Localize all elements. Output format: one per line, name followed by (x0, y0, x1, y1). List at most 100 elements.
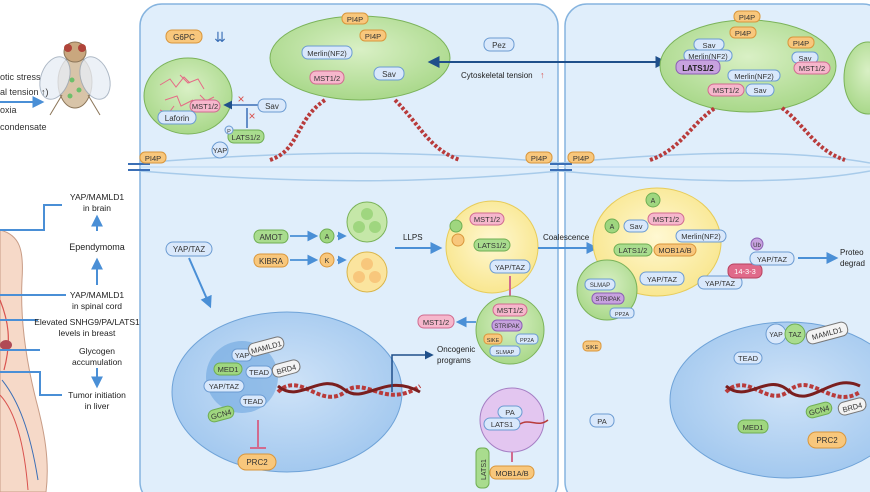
slmap-label-1: SLMAP (496, 350, 515, 356)
med1-nuc-right: MED1 (743, 423, 764, 432)
nucleus-left: YAP MAMLD1 MED1 TEAD BRD4 YAP/TAZ TEAD G… (171, 311, 434, 473)
amot-label: AMOT (259, 233, 282, 242)
right-top-panel: PI4P PI4P PI4P Sav Merlin(NF2) LATS1/2 S… (649, 10, 870, 162)
outcome-3-line1: YAP/MAMLD1 (70, 290, 124, 300)
tead-nuc-right: TEAD (738, 354, 759, 363)
a-circle-2: A (651, 198, 656, 205)
lats-right-1: LATS1/2 (682, 64, 714, 73)
sav-right-cond: Sav (630, 222, 643, 231)
double-down-arrow-icon: ⇊ (214, 29, 226, 45)
sav-label-1: Sav (265, 102, 279, 111)
sike-label-1: SIKE (487, 338, 500, 344)
programs-label: programs (437, 356, 471, 365)
yaptaz-nuc-label: YAP/TAZ (209, 382, 240, 391)
pp2a-right: PP2A (615, 312, 629, 318)
lats1-vertical-label: LATS1 (481, 459, 488, 480)
coalescence-label: Coalescence (543, 233, 590, 242)
pi4p-junction-1: PI4P (145, 154, 161, 163)
pi4p-top-1: PI4P (347, 15, 363, 24)
tead-nuc-label-2: TEAD (243, 397, 264, 406)
llps-label: LLPS (403, 233, 423, 242)
pi4p-right-3: PI4P (793, 39, 809, 48)
pi4p-junction-3: PI4P (573, 154, 589, 163)
mst-cluster-1: MST1/2 (497, 306, 523, 315)
taz-nuc-right: TAZ (789, 332, 802, 339)
middle-panel: YAP/TAZ AMOT KIBRA A K LLPS MST1/2 LATS1… (165, 200, 549, 489)
yap-nuc-label: YAP (235, 351, 249, 360)
pa-label-1: PA (505, 408, 514, 417)
yap-nuc-right: YAP (769, 332, 783, 339)
protein-1433-label: 14-3-3 (734, 267, 756, 276)
yaptaz-cyto-label: YAP/TAZ (173, 245, 205, 254)
mst-right-2: MST1/2 (713, 86, 739, 95)
pi4p-right-1: PI4P (739, 13, 755, 22)
lats1-cond-label: LATS1 (491, 420, 513, 429)
mob-label-1: MOB1A/B (495, 469, 528, 478)
cyto-tension-label: Cytoskeletal tension (461, 71, 533, 80)
mst-right-1: MST1/2 (799, 64, 825, 73)
sav-label-2: Sav (382, 70, 396, 79)
outcome-4-line2: levels in breast (59, 328, 116, 338)
ub-icon: Ub (753, 243, 761, 249)
outcome-3-line2: in spinal cord (72, 301, 122, 311)
stripak-right: STRIPAK (595, 297, 620, 303)
outcome-2-line1: Ependymoma (69, 242, 125, 252)
yaptaz-right-cond: YAP/TAZ (647, 275, 678, 284)
tead-nuc-label-1: TEAD (249, 368, 270, 377)
mst-cond-1: MST1/2 (474, 215, 500, 224)
human-body-icon (0, 229, 48, 492)
up-arrow-icon: ↑ (540, 70, 545, 80)
outcome-5-line1: Glycogen (79, 346, 115, 356)
yaptaz-ub-label: YAP/TAZ (757, 255, 788, 264)
stripak-label-1: STRIPAK (494, 324, 519, 330)
sike-right: SIKE (586, 345, 599, 351)
merlin-right-2: Merlin(NF2) (734, 72, 774, 81)
outcome-connectors (0, 204, 66, 396)
k-circle-1: K (325, 258, 330, 265)
pi4p-top-2: PI4P (365, 32, 381, 41)
kibra-label: KIBRA (259, 257, 284, 266)
pi4p-right-2: PI4P (735, 29, 751, 38)
stress-text-2: al tension ↑) (0, 87, 49, 97)
right-middle-panel: Coalescence A MST1/2 A Sav Merlin(NF2) L… (538, 187, 865, 428)
mst-label-1: MST1/2 (314, 74, 340, 83)
mst-free-label: MST1/2 (423, 318, 449, 327)
condensate-label: condensate (0, 122, 47, 132)
sav-right-3: Sav (754, 86, 767, 95)
outcome-1-line1: YAP/MAMLD1 (70, 192, 124, 202)
fly-icon (39, 41, 111, 116)
mst-glycogen-label: MST1/2 (192, 102, 218, 111)
merlin-label-1: Merlin(NF2) (307, 49, 347, 58)
pi4p-junction-2: PI4P (531, 154, 547, 163)
outcome-4-line1: Elevated SNHG9/PA/LATS1 (34, 317, 140, 327)
stress-text-1: otic stress (0, 72, 41, 82)
left-panel: otic stress al tension ↑) oxia condensat… (0, 41, 140, 492)
lats-cond-1: LATS1/2 (478, 241, 507, 250)
outcome-1-line2: in brain (83, 203, 111, 213)
a-circle-1: A (325, 234, 330, 241)
sav-right-1: Sav (703, 41, 716, 50)
proteo-label-2: degrad (840, 259, 865, 268)
x-mark-icon-2: × (248, 109, 255, 123)
stress-text-3: oxia (0, 105, 17, 115)
yaptaz-cond-1: YAP/TAZ (495, 263, 526, 272)
laforin-label: Laforin (165, 114, 189, 123)
g6pc-label: G6PC (173, 33, 195, 42)
mob-right-cond: MOB1A/B (658, 246, 691, 255)
prc2-nuc-right: PRC2 (816, 436, 838, 445)
prc2-nuc-label: PRC2 (246, 458, 268, 467)
pez-label: Pez (492, 41, 506, 50)
slmap-right: SLMAP (590, 283, 610, 289)
lats-right-cond: LATS1/2 (619, 246, 648, 255)
lats-label-1: LATS1/2 (232, 133, 261, 142)
merlin-right-cond: Merlin(NF2) (681, 232, 721, 241)
outcome-5-line2: accumulation (72, 357, 122, 367)
pa-right: PA (597, 417, 606, 426)
mst-right-cond: MST1/2 (653, 215, 679, 224)
sav-right-2: Sav (799, 54, 812, 63)
x-mark-icon: × (237, 92, 244, 106)
med1-nuc-label: MED1 (218, 365, 239, 374)
oncogenic-label: Oncogenic (437, 345, 475, 354)
